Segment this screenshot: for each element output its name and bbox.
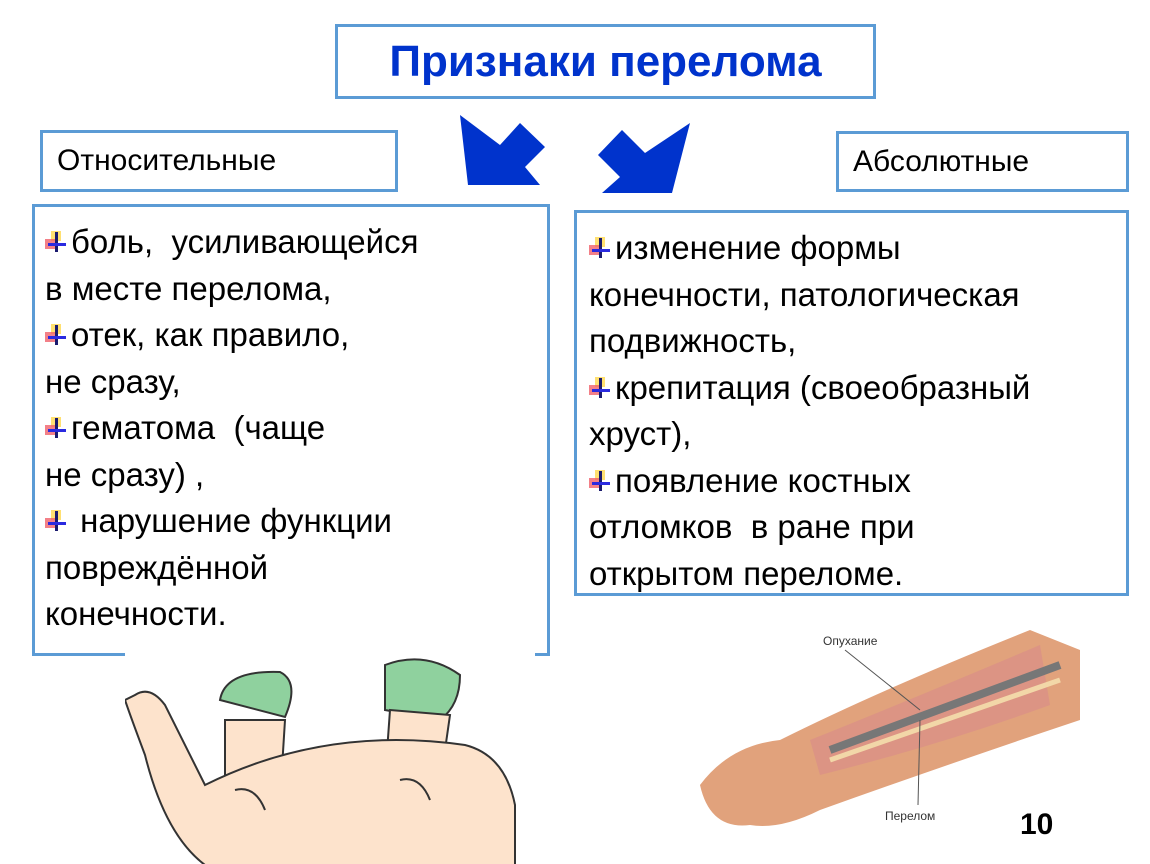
leg-illustration — [125, 640, 535, 864]
bullet-icon — [45, 415, 67, 441]
page-number: 10 — [1020, 808, 1054, 841]
list-line-text: боль, усиливающейся — [71, 223, 419, 260]
list-line: изменение формы — [589, 225, 1126, 272]
list-line: в месте перелома, — [45, 266, 547, 313]
relative-signs-list: боль, усиливающейся в месте перелома, отек… — [32, 204, 550, 656]
list-line-text: повреждённой — [45, 548, 269, 586]
list-line: гематома (чаще — [45, 405, 547, 452]
arrows — [460, 115, 690, 193]
list-line: подвижность, — [589, 318, 1126, 365]
list-line: отек, как правило, — [45, 312, 547, 359]
list-line: конечности, патологическая — [589, 272, 1126, 319]
list-line-text: конечности, патологическая — [589, 275, 1020, 313]
list-line-text: гематома (чаще — [71, 409, 326, 446]
list-line: не сразу, — [45, 359, 547, 406]
slide-title: Признаки перелома — [335, 24, 876, 99]
list-line-text: подвижность, — [589, 322, 797, 359]
absolute-signs-list: изменение формы конечности, патологическа… — [574, 210, 1129, 596]
list-line: конечности. — [45, 591, 547, 638]
list-line: появление костных — [589, 458, 1126, 505]
relative-signs-label: Относительные — [40, 130, 398, 192]
bullet-icon — [45, 322, 67, 348]
fracture-caption: Перелом — [885, 809, 935, 823]
list-line: боль, усиливающейся — [45, 219, 547, 266]
list-line: не сразу) , — [45, 452, 547, 499]
list-line-text: хруст), — [589, 415, 692, 452]
list-line: открытом переломе. — [589, 551, 1126, 598]
arrow-down-left-icon — [460, 115, 545, 185]
list-line-text: изменение формы — [615, 229, 901, 266]
swelling-caption: Опухание — [823, 634, 878, 648]
list-line-text: открытом переломе. — [589, 554, 904, 592]
bullet-icon — [45, 508, 67, 534]
bullet-icon — [589, 375, 611, 401]
absolute-signs-label: Абсолютные — [836, 131, 1129, 192]
arm-fracture-illustration: Опухание Перелом — [700, 630, 1080, 826]
arrow-down-right-icon — [598, 123, 690, 193]
list-line-text: нарушение функции — [71, 502, 392, 539]
list-line-text: в месте перелома, — [45, 269, 332, 307]
list-line: крепитация (своеобразный — [589, 365, 1126, 412]
list-line: нарушение функции — [45, 498, 547, 545]
list-line-text: появление костных — [615, 461, 911, 499]
list-line: хруст), — [589, 411, 1126, 458]
list-line: повреждённой — [45, 545, 547, 592]
list-line-text: не сразу, — [45, 362, 181, 400]
bullet-icon — [45, 229, 67, 255]
list-line: отломков в ране при — [589, 504, 1126, 551]
list-line-text: не сразу) , — [45, 455, 205, 493]
bullet-icon — [589, 235, 611, 261]
list-line-text: отломков в ране при — [589, 508, 915, 545]
list-line-text: крепитация (своеобразный — [615, 368, 1031, 406]
list-line-text: конечности. — [45, 595, 227, 632]
bullet-icon — [589, 468, 611, 494]
list-line-text: отек, как правило, — [71, 316, 350, 353]
